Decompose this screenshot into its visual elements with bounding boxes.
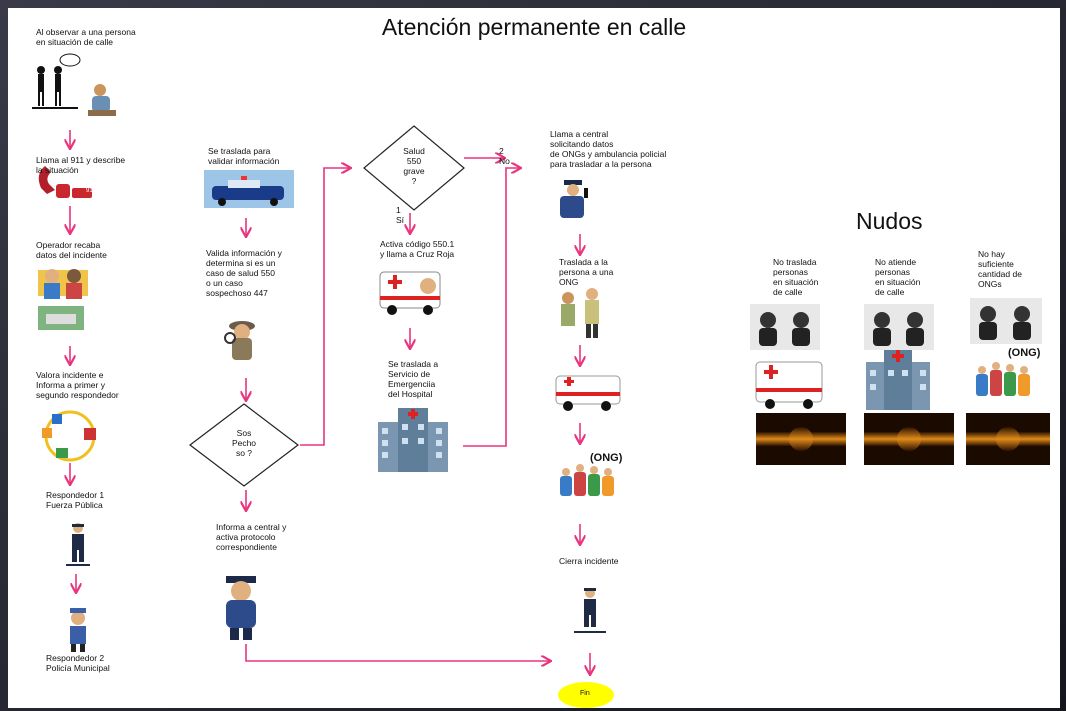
step-responder-2-text: Respondedor 2 Policía Municipal	[46, 653, 110, 673]
step-transfer-ong-text: Traslada a la persona a una ONG	[559, 257, 614, 287]
closing-officer-icon	[574, 588, 606, 633]
detective-icon	[224, 321, 255, 360]
step-validate-text: Valida información y determina si es un …	[206, 248, 282, 298]
phone-911-icon	[38, 166, 92, 198]
no-label: 2 No	[499, 146, 510, 166]
bystanders-icon	[32, 53, 81, 109]
municipal-officer-icon	[70, 608, 86, 652]
social-worker-icon	[561, 288, 599, 338]
radio-officer-icon	[560, 180, 588, 218]
step-inform-central-text: Informa a central y activa protocolo cor…	[216, 522, 287, 552]
nudos-ong-group-icon	[976, 362, 1030, 396]
operators-icon	[38, 269, 88, 330]
step-operator-text: Operador recaba datos del incidente	[36, 240, 107, 260]
ambulance-icon	[379, 271, 441, 315]
ong-group-icon	[560, 464, 614, 496]
homeless-person-icon	[88, 84, 116, 116]
step-observe-text: Al observar a una persona en situación d…	[36, 27, 136, 47]
badge-911: 911	[86, 188, 96, 194]
decision-suspect-text: Sos Pecho so ?	[231, 428, 257, 458]
step-assess-text: Valora incidente e Informa a primer y se…	[36, 370, 119, 400]
hospital-icon	[378, 408, 448, 472]
nudos-hospital-icon	[866, 350, 930, 410]
flow-arrows	[70, 130, 590, 674]
fin-label: Fin	[580, 690, 590, 697]
step-call-911-text: Llama al 911 y describe la situación	[36, 155, 126, 175]
page-title: Atención permanente en calle	[381, 14, 687, 40]
slide: Atención permanente en calle Al observar…	[8, 8, 1060, 708]
police-officer-icon	[66, 523, 90, 566]
nudos-homeless-pair-icon	[750, 298, 1042, 350]
nudos-title: Nudos	[856, 208, 923, 234]
cop-cartoon-icon	[226, 576, 256, 640]
fin-oval	[558, 682, 614, 708]
police-car-icon	[204, 170, 294, 208]
decision-diamond-suspect	[189, 403, 299, 487]
knotted-rope-icon	[756, 413, 1050, 465]
step-call-central-text: Llama a central solicitando datos de ONG…	[550, 129, 667, 169]
diagram-graphics	[32, 53, 1050, 708]
decision-diamond-health	[363, 125, 465, 211]
step-responder-1-text: Respondedor 1 Fuerza Pública	[46, 490, 105, 510]
nudos-ambulance-icon	[755, 361, 823, 409]
ong-badge: (ONG)	[590, 452, 623, 464]
ambulance-2-icon	[555, 375, 621, 411]
step-travel-validate-text: Se traslada para validar información	[208, 146, 280, 166]
communication-cycle-icon	[42, 410, 96, 462]
nudo-2-label: No atiende personas en situación de call…	[875, 257, 921, 297]
step-activate-code-text: Activa código 550.1 y llama a Cruz Roja	[380, 239, 455, 259]
step-close-incident-text: Cierra incidente	[559, 556, 619, 566]
step-hospital-text: Se traslada a Servicio de Emergenciia de…	[388, 359, 439, 399]
nudo-ong-badge: (ONG)	[1008, 347, 1041, 359]
nudo-1-label: No traslada personas en situación de cal…	[773, 257, 819, 297]
yes-label: 1 Sí	[396, 205, 405, 225]
nudo-3-label: No hay suficiente cantidad de ONGs	[978, 249, 1022, 289]
decision-health-text: Salud 550 grave ?	[403, 146, 425, 186]
